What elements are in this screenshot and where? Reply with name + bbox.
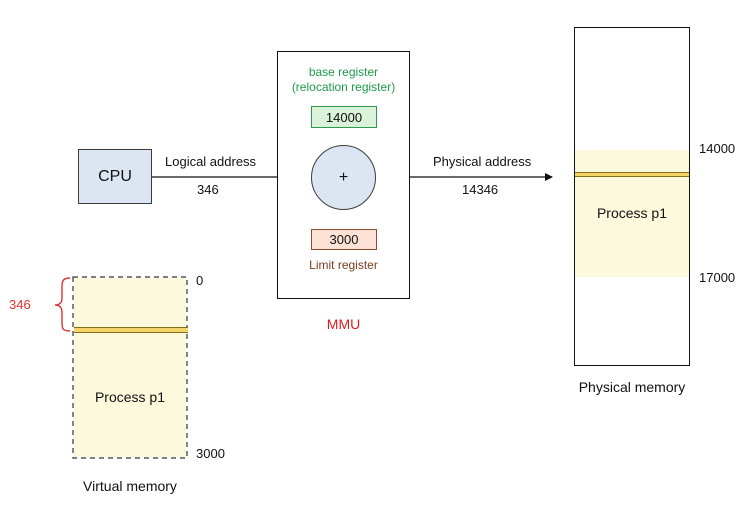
physical-offset-stripe [575, 172, 689, 177]
limit-register-box: 3000 [311, 229, 377, 250]
virtual-process-label: Process p1 [94, 389, 166, 405]
physical-memory-label: Physical memory [578, 379, 686, 395]
limit-register-value: 3000 [329, 232, 359, 247]
plus-icon: + [338, 168, 349, 186]
relocation-register-title: (relocation register) [291, 80, 396, 94]
virtual-memory-label: Virtual memory [83, 478, 177, 494]
physical-process-label: Process p1 [596, 205, 668, 221]
logical-address-label: Logical address [165, 154, 257, 169]
mmu-label: MMU [326, 316, 361, 332]
physical-process-region [575, 150, 689, 277]
virtual-end-address: 3000 [196, 446, 225, 461]
base-register-box: 14000 [311, 106, 377, 128]
physical-end-address: 17000 [699, 270, 736, 285]
base-register-value: 14000 [325, 109, 363, 125]
virtual-memory-outline [72, 276, 188, 459]
offset-brace-icon [54, 277, 71, 332]
physical-address-label: Physical address [433, 154, 532, 169]
physical-start-address: 14000 [699, 141, 736, 156]
limit-register-label: Limit register [309, 258, 378, 272]
virtual-process-region [74, 278, 186, 457]
adder-circle: + [311, 145, 376, 210]
cpu-box: CPU [78, 149, 152, 204]
physical-address-value: 14346 [462, 182, 499, 197]
virtual-offset-stripe [74, 327, 188, 333]
virtual-start-address: 0 [196, 273, 204, 288]
base-register-title: base register [308, 65, 379, 79]
logical-address-value: 346 [197, 182, 219, 197]
virtual-offset-label: 346 [9, 297, 31, 312]
cpu-label: CPU [98, 167, 132, 185]
